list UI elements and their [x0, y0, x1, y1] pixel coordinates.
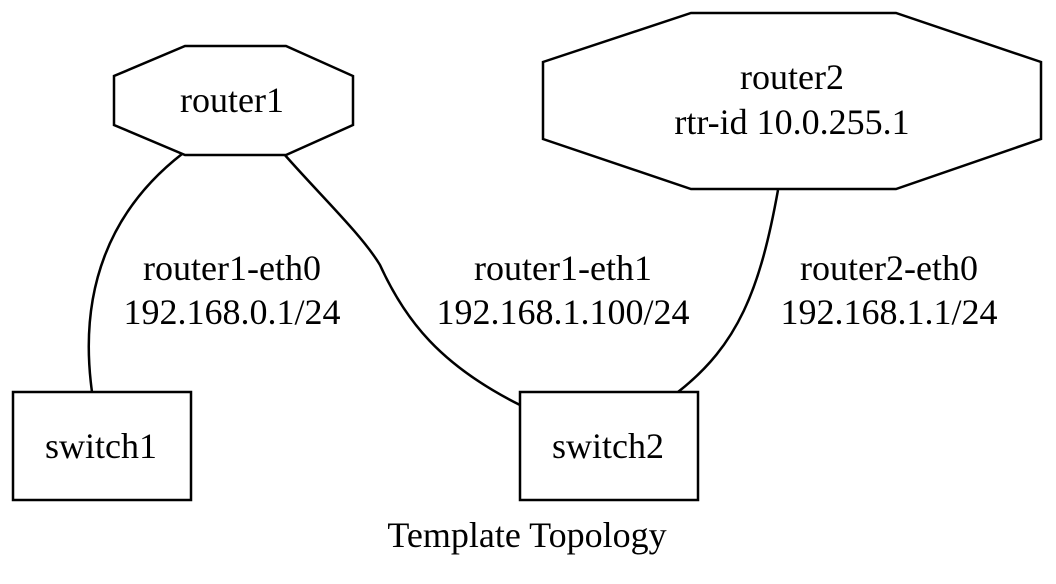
edge-router1-switch1: [87, 153, 183, 393]
switch1-label: switch1: [45, 426, 157, 466]
router1-label: router1: [180, 80, 284, 120]
switch1-box-shape: [11, 390, 193, 502]
edge-label-router1-eth0: router1-eth0: [143, 248, 321, 288]
switch2-label: switch2: [552, 426, 664, 466]
edge-label-router1-eth1-ip: 192.168.1.100/24: [436, 292, 689, 332]
edge-label-router2-eth0-ip: 192.168.1.1/24: [780, 292, 997, 332]
edge-label-router1-eth0-ip: 192.168.0.1/24: [123, 292, 340, 332]
edge-label-router1-eth1: router1-eth1: [474, 248, 652, 288]
edge-label-router2-eth0: router2-eth0: [800, 248, 978, 288]
node-switch2[interactable]: switch2: [518, 390, 700, 502]
edge-router2-switch2: [677, 189, 780, 393]
node-router2[interactable]: router2 rtr-id 10.0.255.1: [541, 11, 1043, 191]
router1-octagon-shape: [112, 44, 355, 157]
node-switch1[interactable]: switch1: [11, 390, 193, 502]
router2-label: router2: [740, 57, 844, 97]
router2-rtr-id-label: rtr-id 10.0.255.1: [674, 102, 909, 142]
router2-octagon-shape: [541, 11, 1043, 191]
switch2-box-shape: [518, 390, 700, 502]
diagram-caption: Template Topology: [387, 515, 666, 555]
edge-router1-switch2: [283, 153, 521, 407]
node-router1[interactable]: router1: [112, 44, 355, 157]
